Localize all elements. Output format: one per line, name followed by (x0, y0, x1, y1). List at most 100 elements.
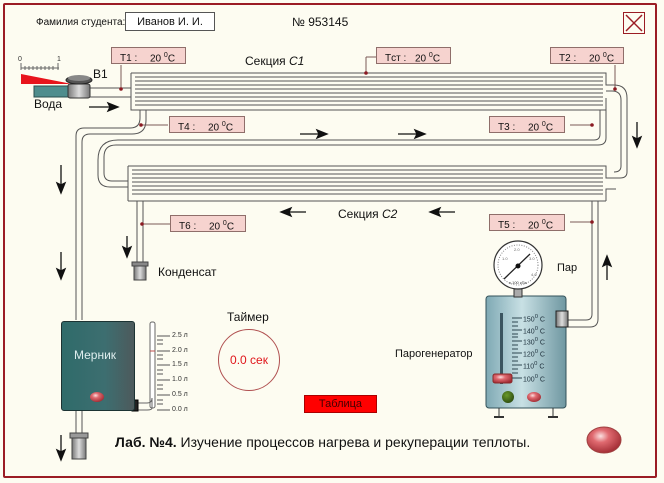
sensor-unit: C (226, 221, 235, 233)
section-c1-name: C1 (289, 54, 305, 68)
sensor-value: 20 (150, 53, 162, 65)
sensor-name: Tст : (385, 53, 407, 65)
section-c2-bundle (127, 165, 616, 202)
tank-button-overlay[interactable] (86, 390, 108, 404)
measuring-tank-label: Мерник (74, 348, 117, 362)
generator-temp-marker (492, 373, 513, 384)
section-c1-bundle (130, 72, 616, 111)
pressure-gauge (493, 240, 543, 290)
sensor-unit: C (545, 122, 554, 134)
sensor-unit: C (606, 53, 615, 65)
sensor-t1: T1 : 20 0C (111, 47, 186, 64)
timer-display: 0.0 сек (218, 329, 280, 391)
tank-level-tube (131, 321, 170, 412)
flow-arrows (55, 101, 643, 462)
gauge-tick-label: 3.0 (529, 256, 535, 261)
sensor-unit: C (167, 53, 176, 65)
gauge-tick-label: 4.0 (531, 272, 537, 277)
lab-title: Лаб. №4. Изучение процессов нагрева и ре… (115, 434, 530, 450)
degree: 0 (222, 220, 227, 227)
sensor-leads (120, 56, 616, 225)
sensor-value: 20 (415, 53, 427, 65)
close-x-icon (625, 14, 643, 32)
sensor-t4: T4 :20 0C (169, 116, 245, 133)
gauge-tick-label: 2.0 (514, 247, 520, 252)
section-c2-name: C2 (382, 207, 398, 221)
section-c1-prefix: Секция (245, 54, 289, 68)
tank-outlet-pipe (75, 411, 83, 433)
section-c2-label: Секция C2 (338, 207, 397, 221)
section-c2-prefix: Секция (338, 207, 382, 221)
water-label: Вода (34, 97, 63, 111)
gen-scale-label: 1100 C (523, 361, 545, 371)
hot-fluid-pipe (606, 84, 628, 179)
sensor-name: T4 : (178, 122, 196, 134)
sensor-dots (119, 71, 617, 226)
degree: 0 (602, 52, 607, 59)
steam-supply-pipe (568, 201, 599, 328)
sensor-value: 20 (528, 220, 540, 232)
generator-heater-button[interactable] (527, 392, 541, 402)
lab-description: Изучение процессов нагрева и рекуперации… (176, 434, 531, 450)
section-c1-label: Секция C1 (245, 54, 304, 68)
gen-scale-label: 1300 C (523, 337, 545, 347)
condensate-label: Конденсат (158, 265, 217, 279)
gen-scale-label: 1000 C (523, 374, 545, 384)
sensor-t2: T2 : 20 0C (550, 47, 624, 64)
sensor-name: T1 : (120, 53, 138, 65)
degree: 0 (541, 121, 546, 128)
sensor-value: 20 (528, 122, 540, 134)
sensor-t5: T5 : 20 0C (489, 214, 565, 231)
valve-position-indicator (21, 74, 72, 84)
sensor-name: T5 : (498, 220, 516, 232)
student-label: Фамилия студента: (36, 17, 126, 28)
gen-scale-label: 1200 C (523, 349, 545, 359)
sensor-name: T3 : (498, 122, 516, 134)
gen-scale-label: 1400 C (523, 326, 545, 336)
sensor-unit: C (432, 53, 441, 65)
steam-label: Пар (557, 262, 578, 274)
steam-generator-label: Парогенератор (395, 348, 473, 360)
sensor-t3: T3 : 20 0C (489, 116, 565, 133)
degree: 0 (428, 52, 433, 59)
sensor-name: T6 : (179, 221, 197, 233)
valve-label: B1 (93, 67, 108, 81)
tank-scale-label: 0.0 л (172, 406, 188, 413)
close-button[interactable] (623, 12, 645, 34)
degree: 0 (163, 52, 168, 59)
valve-scale-min: 0 (18, 56, 22, 63)
gen-scale-label: 1500 C (523, 314, 545, 324)
degree: 0 (541, 219, 546, 226)
sensor-value: 20 (589, 53, 601, 65)
gauge-unit: x 100 кПа (509, 280, 527, 285)
water-inlet-pipe (88, 87, 131, 98)
condensate-pipe (136, 201, 144, 262)
tank-scale-label: 2.0 л (172, 347, 188, 354)
valve-b1[interactable] (20, 63, 93, 99)
tank-scale-label: 1.5 л (172, 361, 188, 368)
inner-connecting-pipe (97, 110, 607, 188)
valve-scale-max: 1 (57, 56, 61, 63)
sensor-unit: C (225, 122, 234, 134)
sensor-value: 20 (209, 221, 221, 233)
tank-scale-label: 0.5 л (172, 391, 188, 398)
timer-title: Таймер (227, 310, 269, 324)
sensor-tst: Tст : 20 0C (376, 47, 451, 64)
gauge-tick-label: 1.0 (502, 256, 508, 261)
water-outlet-pipe (75, 110, 147, 320)
record-number: № 953145 (292, 15, 349, 29)
sensor-name: T2 : (559, 53, 577, 65)
tank-scale-label: 2.5 л (172, 332, 188, 339)
tank-scale-label: 1.0 л (172, 376, 188, 383)
sensor-t6: T6 : 20 0C (170, 215, 246, 232)
student-name-field[interactable]: Иванов И. И. (125, 12, 215, 31)
steam-generator (485, 288, 569, 418)
sensor-unit: C (545, 220, 554, 232)
valve-body (67, 83, 91, 99)
table-button[interactable]: Таблица (304, 395, 377, 413)
lab-number: Лаб. №4. (115, 434, 177, 450)
degree: 0 (221, 121, 226, 128)
start-button[interactable] (586, 426, 622, 454)
generator-power-indicator (502, 391, 514, 403)
